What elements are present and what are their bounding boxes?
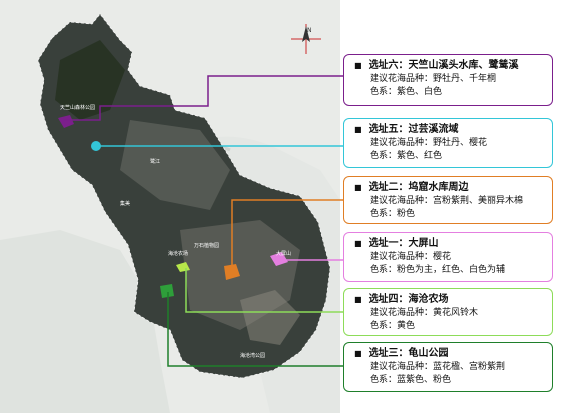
site-title: 选址三：龟山公园 [354,347,546,361]
urban-area-north [120,120,230,210]
site-flower: 建议花海品种：宫粉紫荆、美丽异木棉 [370,195,524,206]
site-one-marker [270,252,288,266]
site-colors: 色系：黄色 [370,321,416,331]
site-colors: 色系：紫色、红色 [370,151,443,161]
site-colors: 色系：紫色、白色 [370,87,443,97]
site-flower: 建议花海品种：蓝花楹、宫粉紫荆 [370,361,506,372]
site-five-callout: 选址五：过芸溪流域 建议花海品种：野牡丹、樱花 色系：紫色、红色 [343,118,553,168]
site-six-connector [64,75,346,121]
site-four-callout: 选址四：海沧农场 建议花海品种：黄花风铃木 色系：黄色 [343,288,553,336]
site-title: 选址六：天竺山溪头水库、鹭鸶溪 [354,59,546,73]
site-flower: 建议花海品种：野牡丹、樱花 [370,137,488,148]
site-three-callout: 选址三：龟山公园 建议花海品种：蓝花楹、宫粉紫荆 色系：蓝紫色、粉色 [343,342,553,392]
map-label: 大屏山 [276,251,292,257]
map-label: 鹭江 [150,159,161,165]
site-title: 选址四：海沧农场 [354,293,546,307]
site-four-connector [185,268,346,313]
map-label: 海沧农场 [168,251,189,257]
map-label: 集美 [120,201,131,207]
map-label: 海沧湾公园 [240,353,266,359]
compass-label: N [307,27,312,34]
site-three-connector [167,292,346,367]
site-flower: 建议花海品种：野牡丹、千年桐 [370,73,497,84]
site-one-callout: 选址一：大屏山 建议花海品种：樱花 色系：粉色为主，红色、白色为辅 [343,232,553,282]
site-flower: 建议花海品种：樱花 [370,251,452,262]
site-six-callout: 选址六：天竺山溪头水库、鹭鸶溪 建议花海品种：野牡丹、千年桐 色系：紫色、白色 [343,54,553,106]
site-flower: 建议花海品种：黄花风铃木 [370,307,479,318]
forest-area [55,40,125,120]
port-area [240,290,300,345]
north-arrow-icon: N [289,22,323,56]
map-label: 万石植物园 [194,243,220,249]
site-title: 选址五：过芸溪流域 [354,123,546,137]
site-colors: 色系：粉色为主，红色、白色为辅 [370,265,506,275]
site-title: 选址一：大屏山 [354,237,546,251]
district-boundary [37,13,331,379]
sea-area [0,230,170,413]
site-colors: 色系：蓝紫色、粉色 [370,375,452,385]
site-six-marker [58,115,74,128]
site-two-marker [224,264,240,280]
site-title: 选址二：坞窟水库周边 [354,181,546,195]
site-three-marker [160,284,174,298]
site-two-connector [231,199,346,266]
site-colors: 色系：粉色 [370,209,416,219]
map-label: 天竺山森林公园 [60,105,96,111]
site-two-callout: 选址二：坞窟水库周边 建议花海品种：宫粉紫荆、美丽异木棉 色系：粉色 [343,176,553,224]
